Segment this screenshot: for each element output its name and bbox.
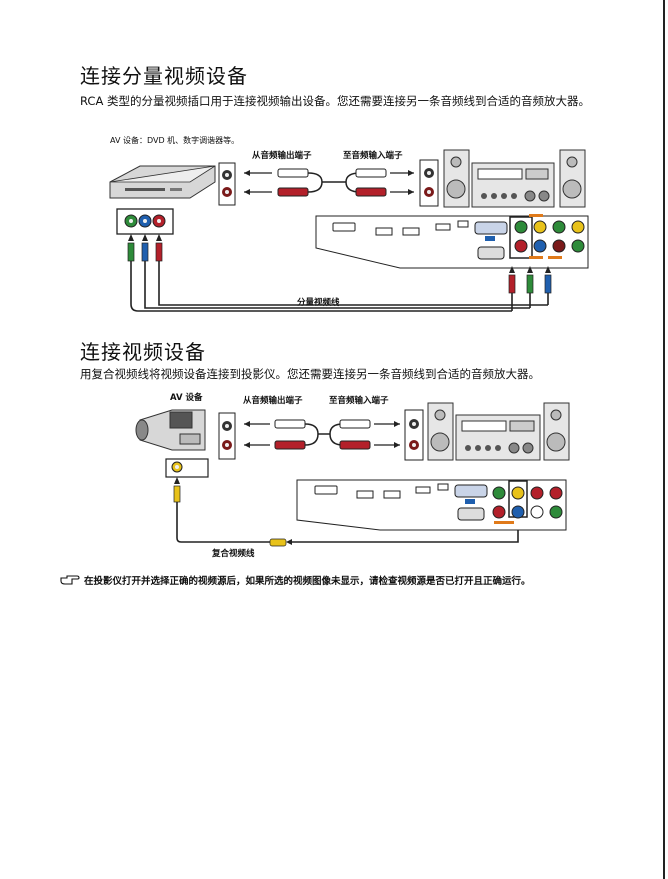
pointing-hand-icon [60, 575, 80, 585]
device-audio-out-panel [218, 162, 236, 206]
camcorder-video-out-panel [165, 458, 209, 478]
audio-cable-2 [244, 419, 400, 450]
section2-audio-in-label: 至音频输入端子 [329, 396, 389, 406]
projector-rear-panel-1 [315, 214, 589, 269]
section2-audio-out-label: 从音频输出端子 [243, 396, 303, 406]
camcorder-icon [135, 409, 206, 451]
component-cable-device-end [127, 234, 548, 312]
section1-audio-out-label: 从音频输出端子 [252, 151, 312, 161]
section1-description: RCA 类型的分量视频插口用于连接视频输出设备。您还需要连接另一条音频线到合适的… [80, 94, 590, 108]
note-text: 在投影仪打开并选择正确的视频源后，如果所选的视频图像未显示，请检查视频源是否已打… [84, 576, 531, 587]
camcorder-audio-out-panel [218, 412, 236, 460]
section2-cable-label: 复合视频线 [212, 549, 255, 559]
note: 在投影仪打开并选择正确的视频源后，如果所选的视频图像未显示，请检查视频源是否已打… [60, 573, 531, 587]
section2-device-label: AV 设备 [170, 393, 203, 403]
right-speaker-icon [559, 149, 586, 208]
amplifier-icon [471, 162, 555, 208]
dvd-player-icon [109, 165, 216, 199]
device-component-out-panel [116, 208, 174, 235]
section2-title: 连接视频设备 [80, 340, 206, 364]
section1-cable-label: 分量视频线 [297, 298, 340, 308]
section1-device-label: AV 设备：DVD 机、数字调谐器等。 [110, 136, 240, 145]
section2-description: 用复合视频线将视频设备连接到投影仪。您还需要连接另一条音频线到合适的音频放大器。 [80, 367, 540, 381]
projector-rear-panel-2 [296, 479, 567, 531]
section1-audio-in-label: 至音频输入端子 [343, 151, 403, 161]
component-cable-projector-end [508, 266, 552, 311]
left-speaker-icon [443, 149, 470, 208]
right-speaker-icon-2 [543, 402, 570, 461]
amplifier-audio-in-panel-2 [404, 409, 424, 461]
section1-title: 连接分量视频设备 [80, 64, 248, 88]
page-edge-rule [663, 0, 665, 879]
amplifier-audio-in-panel [419, 159, 439, 207]
left-speaker-icon-2 [427, 402, 454, 461]
amplifier-icon-2 [455, 414, 541, 461]
audio-cable-1 [244, 168, 414, 197]
